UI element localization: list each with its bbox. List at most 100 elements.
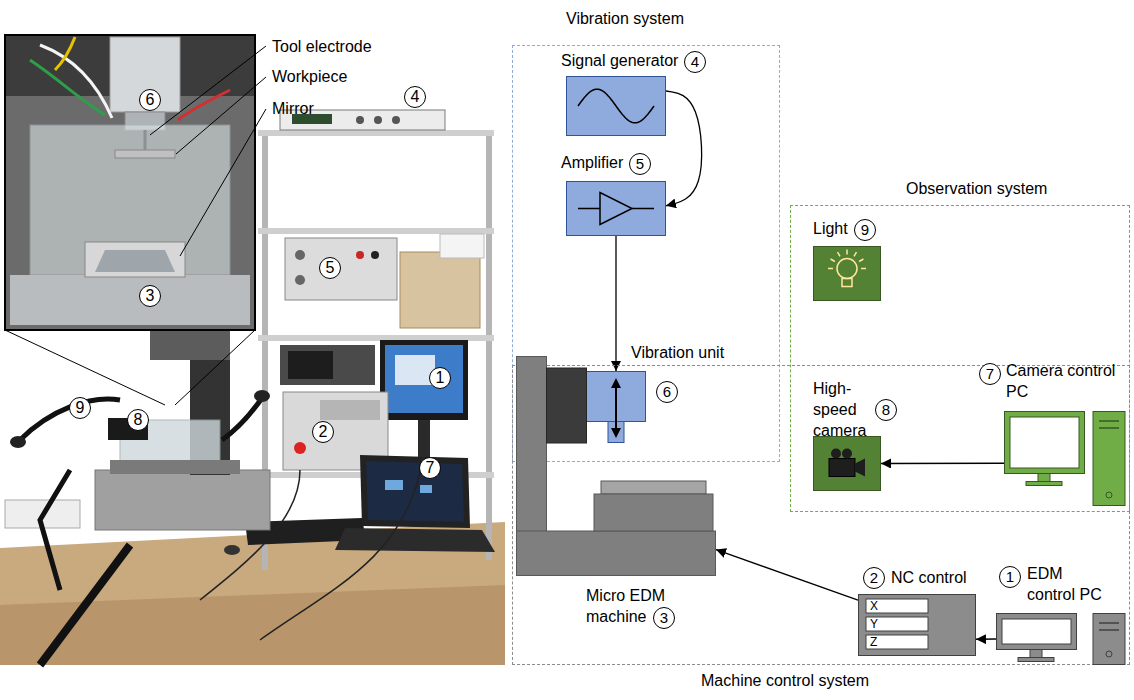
leader-line [175,330,255,405]
camera-symbol [842,449,852,459]
amplifier-symbol [600,193,632,225]
leader-line [150,46,266,135]
amplifier-box: Amplifier5 [566,181,666,236]
tower-icon [1099,421,1119,428]
camera-shape [813,436,881,491]
photo-inset [115,150,175,158]
callout-number: 8 [875,399,897,421]
lab-photo [40,470,70,590]
signal-arrow [976,638,996,640]
monitor-icon [1010,417,1079,468]
node-label: Vibration system [566,9,684,30]
axis-field [866,599,928,613]
photo-inset [95,250,175,272]
sine-symbol [578,89,654,123]
monitor-icon [1002,619,1071,644]
photo-inset [110,37,180,112]
lab-photo [95,470,270,530]
photo-inset [30,125,230,275]
photo-inset [178,90,230,120]
callout-number: 4 [404,86,426,108]
tower-icon [1099,623,1119,630]
part-label: Tool electrode [272,37,372,58]
callout-number: 8 [127,409,149,431]
light-shape [813,246,881,301]
lab-photo [295,275,305,285]
lab-photo [380,340,468,420]
lab-photo [440,234,484,258]
lab-photo [285,238,397,300]
photo-inset [85,242,185,277]
lab-photo [320,400,380,420]
lab-photo [110,460,240,474]
axis-label: Y [870,617,878,631]
lab-photo [374,116,382,124]
lab-photo [260,472,420,640]
lab-photo [280,345,375,385]
leader-line [5,46,266,405]
camera-symbol [831,449,841,459]
machine-table [594,494,713,531]
monitor-icon [1018,658,1054,662]
lab-photo [258,130,494,136]
box-fill [814,247,881,301]
lab-photo [486,130,492,560]
tower-icon [1106,492,1112,498]
lab-photo [222,398,262,440]
lab-photo [356,251,364,259]
signal-arrow [881,463,1004,465]
lab-photo [371,251,379,259]
pcgrey-shape [996,613,1126,665]
part-label: Mirror [272,99,314,120]
double-arrow [611,378,621,438]
lab-photo [288,351,333,379]
vibration-unit: Vibration unit6 [586,371,646,443]
lab-photo [258,228,494,234]
lab-photo [356,116,364,124]
callout-number: 3 [139,285,161,307]
callout-number: 6 [656,381,678,403]
node-label: High-speed camera [813,379,881,441]
axis-label: Z [870,635,877,649]
nc-control-box: 2NC controlXYZ [858,594,976,656]
part-label: Workpiece [272,67,347,88]
monitor-icon [1026,482,1062,486]
lab-photo [254,390,270,402]
vib-shape [586,371,646,443]
camera-box: High-speed camera8 [813,436,881,491]
axis-label: X [870,599,878,613]
computer-icon: 7Camera control PC [1004,411,1126,506]
box-fill [567,182,666,236]
lab-photo [224,545,240,555]
lab-photo [200,470,300,600]
lab-photo [10,436,26,448]
amp-shape [566,181,666,236]
box-fill [567,77,666,136]
callout-number: 7 [419,457,441,479]
callout-number: 5 [319,257,341,279]
double-arrow [615,387,617,429]
node-label: Machine control system [701,671,869,692]
tower-icon [1093,412,1125,506]
leader-line [5,330,165,405]
sine-shape [566,76,666,136]
leader-line [180,109,266,256]
lab-photo [335,528,495,552]
callout-number: 7 [979,363,1001,385]
callout-number: 1 [429,367,451,389]
photo-inset [55,37,75,70]
axis-field [866,617,928,631]
callout-number: 9 [854,219,876,241]
callout-number: 2 [863,567,885,589]
bulb-symbol [837,259,857,279]
lab-photo [40,545,130,665]
node-label: Light [813,219,848,240]
axis-field [866,635,928,649]
monitor-icon [1005,412,1085,474]
photo-inset [5,35,255,330]
amplifier-symbol [578,208,654,210]
signal-arrow [716,550,858,601]
lab-photo [420,485,432,493]
node-label: Camera control PC [1006,361,1126,403]
photo-inset [5,35,255,330]
